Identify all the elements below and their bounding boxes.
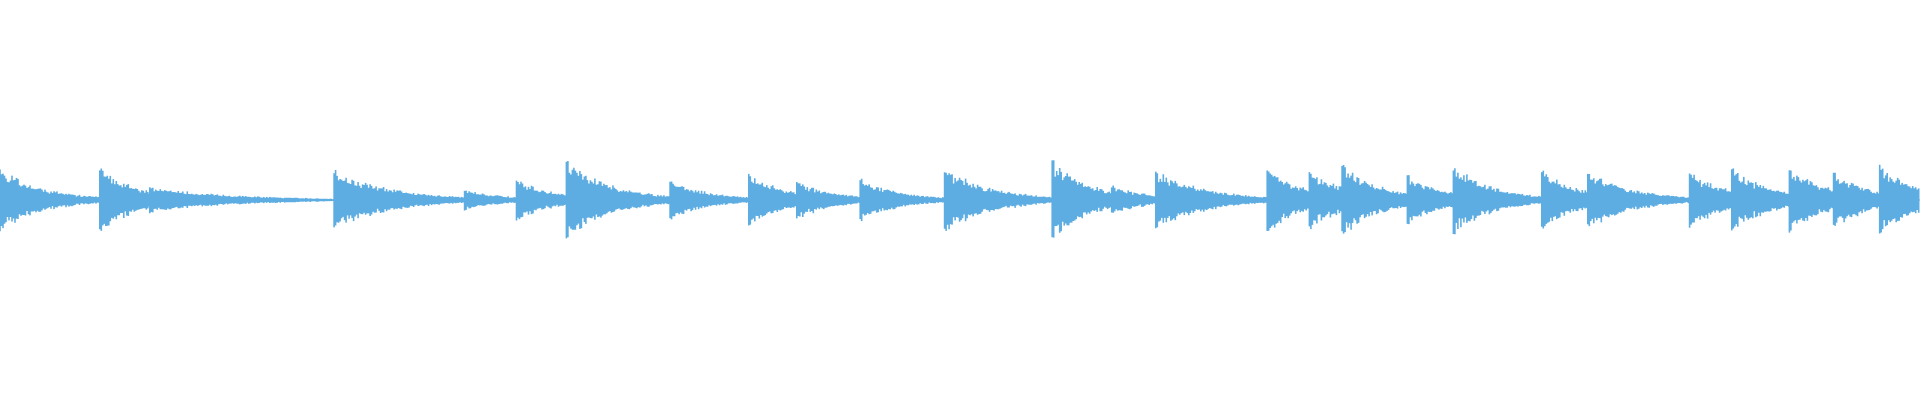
waveform-segment-26 <box>1832 172 1880 226</box>
waveform-segment-27 <box>1878 164 1920 234</box>
waveform-segment-21 <box>1541 170 1588 229</box>
waveform-segment-13 <box>1051 160 1112 238</box>
waveform-segment-11 <box>859 178 945 222</box>
waveform-segment-3 <box>149 187 334 214</box>
waveform-segment-17 <box>1308 172 1342 230</box>
waveform-segment-14 <box>1110 185 1156 213</box>
waveform-segment-25 <box>1788 170 1834 233</box>
waveform-segment-1 <box>0 169 100 232</box>
waveform-segment-4 <box>333 170 466 228</box>
waveform-segment-9 <box>748 173 797 226</box>
waveform-segment-24 <box>1731 168 1790 231</box>
waveform-segment-20 <box>1452 168 1542 235</box>
waveform-segment-7 <box>565 161 671 239</box>
waveform-segment-16 <box>1266 170 1310 231</box>
waveform-segment-15 <box>1155 171 1268 229</box>
waveform-segment-8 <box>669 181 749 220</box>
waveform-segment-19 <box>1406 175 1454 225</box>
waveform-segment-23 <box>1688 173 1733 228</box>
waveform-segment-18 <box>1341 165 1408 234</box>
waveform-segment-5 <box>463 190 517 211</box>
waveform-segment-6 <box>515 180 567 221</box>
waveform-segment-2 <box>99 168 151 231</box>
waveform-segment-12 <box>943 172 1052 231</box>
waveform-segment-10 <box>796 182 861 219</box>
waveform-segment-22 <box>1587 173 1690 227</box>
